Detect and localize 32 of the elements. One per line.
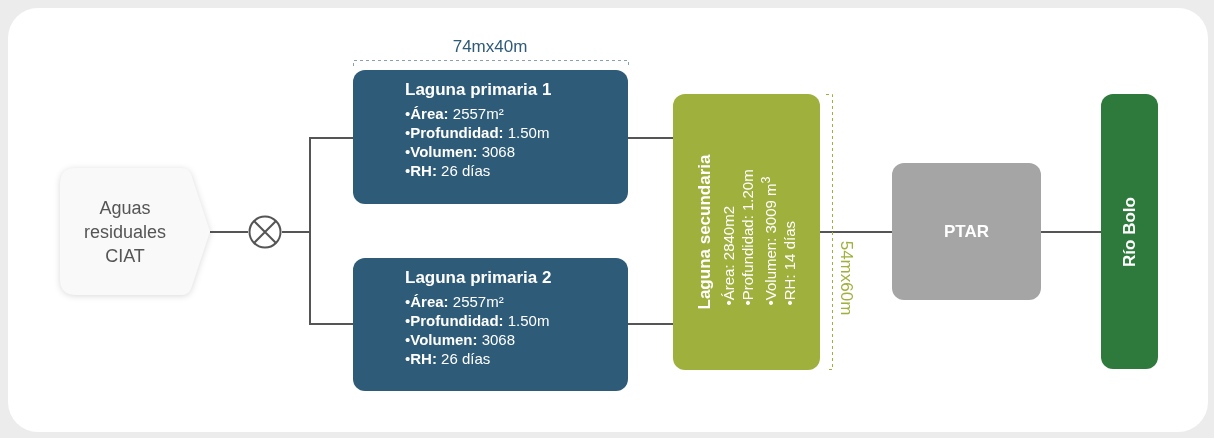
node-detail: •Profundidad: 1.20m (737, 168, 757, 308)
connector-line (209, 231, 249, 233)
connector-line (627, 137, 674, 139)
connector-line (1040, 231, 1102, 233)
connector-line (627, 323, 674, 325)
dimension-label: 54mx60m (836, 240, 856, 316)
node-detail: •Área: 2557m² (405, 104, 505, 123)
lagoon-box (353, 70, 628, 204)
treatment-plant-box (892, 163, 1041, 300)
lagoon-box (673, 94, 820, 370)
source-box (60, 168, 210, 295)
dimension-label: 74mx40m (452, 37, 528, 57)
node-title: Río Bolo (1119, 196, 1140, 267)
node-title: Laguna primaria 2 (405, 268, 552, 288)
node-detail: •Profundidad: 1.50m (405, 123, 551, 142)
node-title: Laguna secundaria (694, 154, 715, 310)
node-detail: •RH: 26 días (405, 349, 492, 368)
lagoon-box (353, 258, 628, 391)
node-detail: •Profundidad: 1.50m (405, 311, 551, 330)
river-box (1101, 94, 1158, 369)
node-label: Aguas residuales CIAT (82, 196, 167, 268)
node-title: PTAR (944, 221, 989, 242)
node-detail: •Área: 2557m² (405, 292, 505, 311)
node-detail: •Volumen: 3068 (405, 142, 517, 161)
node-title: Laguna primaria 1 (405, 80, 552, 100)
valve-symbol (248, 215, 282, 249)
node-detail: •Área: 2840m2 (718, 205, 738, 308)
connector-line (819, 231, 893, 233)
connector-line (281, 231, 354, 325)
node-detail: •Volumen: 3068 (405, 330, 517, 349)
node-detail: •RH: 26 días (405, 161, 492, 180)
node-detail: •RH: 14 días (779, 220, 799, 308)
